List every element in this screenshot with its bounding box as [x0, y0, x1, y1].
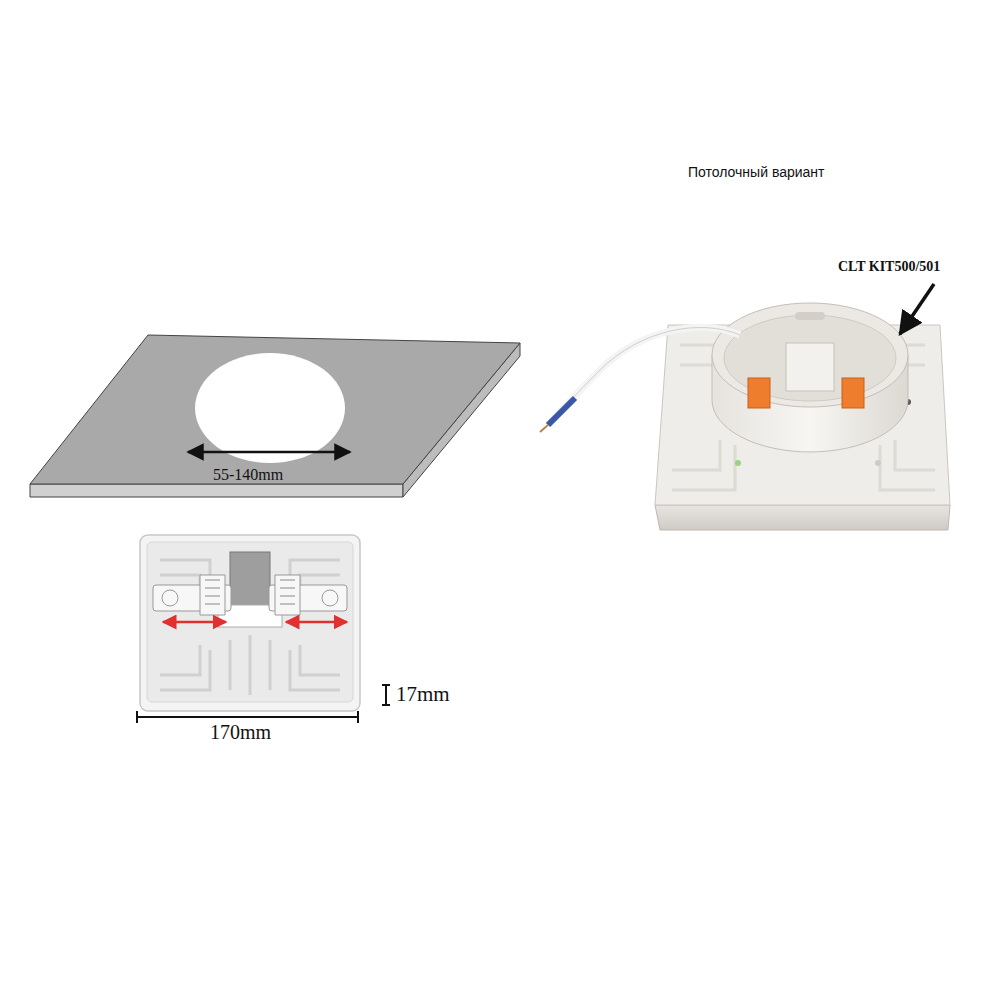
ceiling-plate [30, 335, 520, 497]
movement-arrow [163, 621, 226, 624]
dimension-label: 170mm [210, 721, 271, 744]
dimension-label: 17mm [396, 682, 450, 706]
lamp-back-view [137, 535, 390, 723]
spring-clip [153, 575, 231, 615]
dimension-label: 55-140mm [213, 466, 283, 484]
driver-box [230, 552, 270, 608]
spring-clip [269, 575, 347, 615]
lamp-with-mounting-kit [540, 284, 950, 530]
mounting-hole [195, 353, 345, 463]
dimension-arrow [188, 451, 350, 454]
movement-arrow [286, 621, 347, 624]
leader-arrow [900, 284, 934, 334]
terminal-clip [748, 378, 770, 408]
width-dimension [137, 716, 358, 718]
driver-box [786, 343, 834, 391]
part-number: CLT KIT500/501 [838, 259, 940, 275]
height-dimension [382, 685, 390, 705]
terminal-clip [842, 378, 864, 408]
wire [548, 328, 740, 425]
section-heading: Потолочный вариант [688, 164, 824, 180]
